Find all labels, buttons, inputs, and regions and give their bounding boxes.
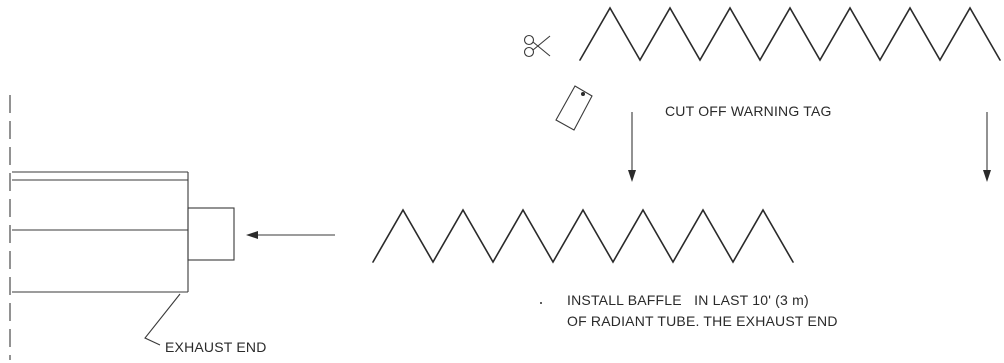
- down-arrow-left: [628, 112, 636, 182]
- exhaust-end-label: EXHAUST END: [165, 339, 267, 355]
- down-arrow-right: [983, 112, 991, 182]
- exhaust-flange: [187, 207, 235, 261]
- install-label-line1: INSTALL BAFFLE IN LAST 10' (3 m): [567, 292, 809, 308]
- warning-tag-icon: [555, 85, 593, 131]
- cut-tag-label: CUT OFF WARNING TAG: [665, 103, 832, 119]
- install-label-line2: OF RADIANT TUBE. THE EXHAUST END: [567, 313, 838, 329]
- baffle-upper: [579, 6, 1001, 62]
- baffle-lower: [372, 208, 794, 264]
- insert-arrow: [246, 231, 335, 239]
- scissors-icon: [523, 34, 551, 58]
- exhaust-end-leader: [144, 293, 181, 346]
- dot-mark: [540, 302, 542, 304]
- radiant-tube: [12, 171, 189, 293]
